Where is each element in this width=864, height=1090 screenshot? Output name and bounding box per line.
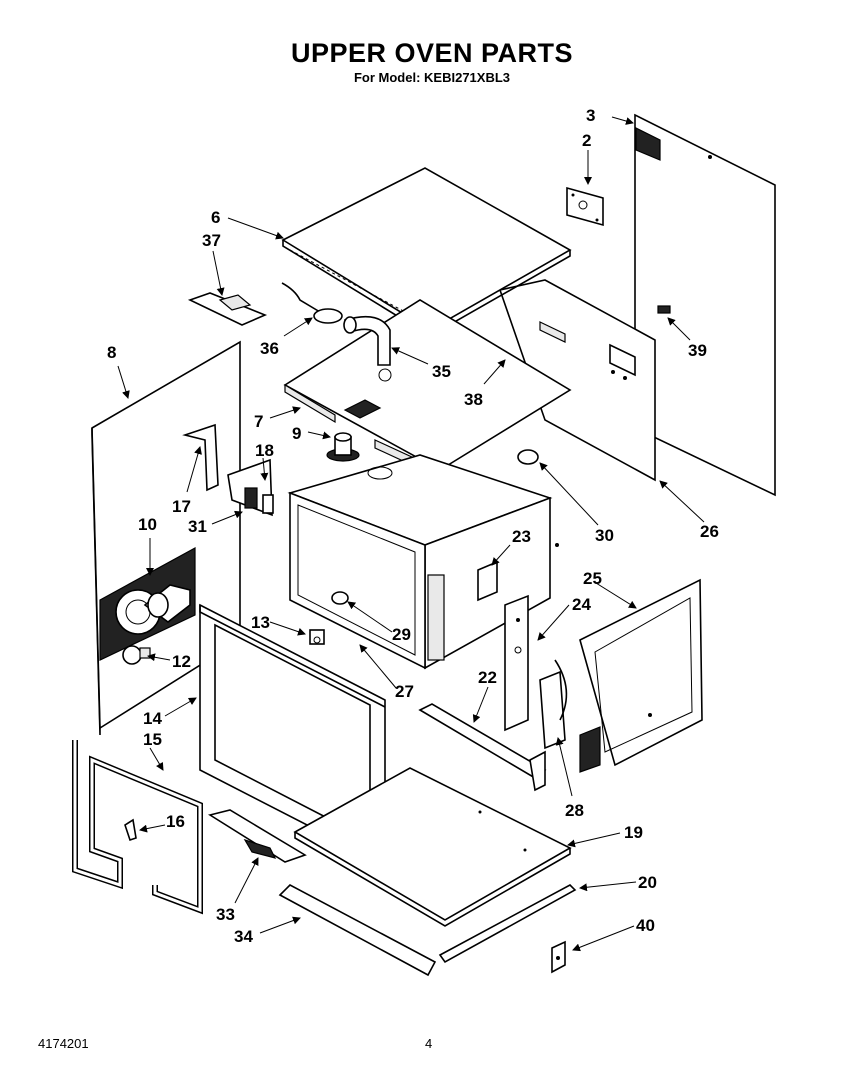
page-number: 4 (425, 1036, 433, 1051)
part-duct-35 (343, 315, 391, 366)
part-trim-20 (438, 884, 577, 964)
callout-31: 31 (188, 517, 207, 536)
callout-25: 25 (583, 569, 602, 588)
part-rail-22 (418, 703, 547, 792)
callout-14: 14 (143, 709, 162, 728)
part-side-panel-25 (579, 578, 703, 773)
part-bulb-12 (122, 645, 151, 665)
callout-3: 3 (586, 106, 595, 125)
part-bracket-2 (566, 186, 604, 227)
part-bracket-17 (182, 423, 219, 492)
callout-36: 36 (260, 339, 279, 358)
part-clip-13 (309, 629, 325, 645)
part-plug-30 (517, 449, 539, 465)
callout-20: 20 (638, 873, 657, 892)
document-number: 4174201 (38, 1036, 89, 1051)
part-trim-34 (278, 884, 437, 977)
callout-34: 34 (234, 927, 253, 946)
part-light-socket-10 (143, 584, 191, 624)
part-oven-cavity (287, 454, 559, 670)
part-clip-16 (124, 818, 137, 842)
callout-16: 16 (166, 812, 185, 831)
part-bracket-23 (477, 560, 498, 602)
callout-2: 2 (582, 131, 591, 150)
part-vent-33 (207, 809, 307, 863)
part-clip-37 (187, 292, 268, 326)
callout-9: 9 (292, 424, 301, 443)
callout-15: 15 (143, 730, 162, 749)
callout-39: 39 (688, 341, 707, 360)
part-rear-panel (634, 113, 776, 497)
callout-7: 7 (254, 412, 263, 431)
part-sensor-36 (281, 282, 343, 324)
part-gasket-15 (72, 740, 203, 915)
callout-29: 29 (392, 625, 411, 644)
callout-33: 33 (216, 905, 235, 924)
callout-26: 26 (700, 522, 719, 541)
callout-6: 6 (211, 208, 220, 227)
part-clip-39 (657, 305, 671, 314)
callout-18: 18 (255, 441, 274, 460)
part-hinge-28 (539, 659, 568, 750)
part-hinge-plate-24 (504, 594, 529, 732)
part-thermostat-9 (326, 432, 360, 462)
callout-37: 37 (202, 231, 221, 250)
callout-24: 24 (572, 595, 591, 614)
callout-38: 38 (464, 390, 483, 409)
part-clip-40 (551, 940, 566, 974)
callout-13: 13 (251, 613, 270, 632)
part-bottom-panel-19 (293, 767, 572, 927)
callout-27: 27 (395, 682, 414, 701)
callout-10: 10 (138, 515, 157, 534)
callout-28: 28 (565, 801, 584, 820)
callout-17: 17 (172, 497, 191, 516)
callout-19: 19 (624, 823, 643, 842)
leader-lines (117, 116, 705, 952)
callout-35: 35 (432, 362, 451, 381)
diagram-title: UPPER OVEN PARTS (290, 38, 574, 68)
callout-40: 40 (636, 916, 655, 935)
model-number: For Model: KEBI271XBL3 (353, 70, 511, 85)
callout-labels: 3 2 6 37 8 36 35 38 39 7 9 17 18 31 30 2… (107, 106, 719, 946)
callout-12: 12 (172, 652, 191, 671)
callout-8: 8 (107, 343, 116, 362)
callout-30: 30 (595, 526, 614, 545)
callout-23: 23 (512, 527, 531, 546)
callout-22: 22 (478, 668, 497, 687)
